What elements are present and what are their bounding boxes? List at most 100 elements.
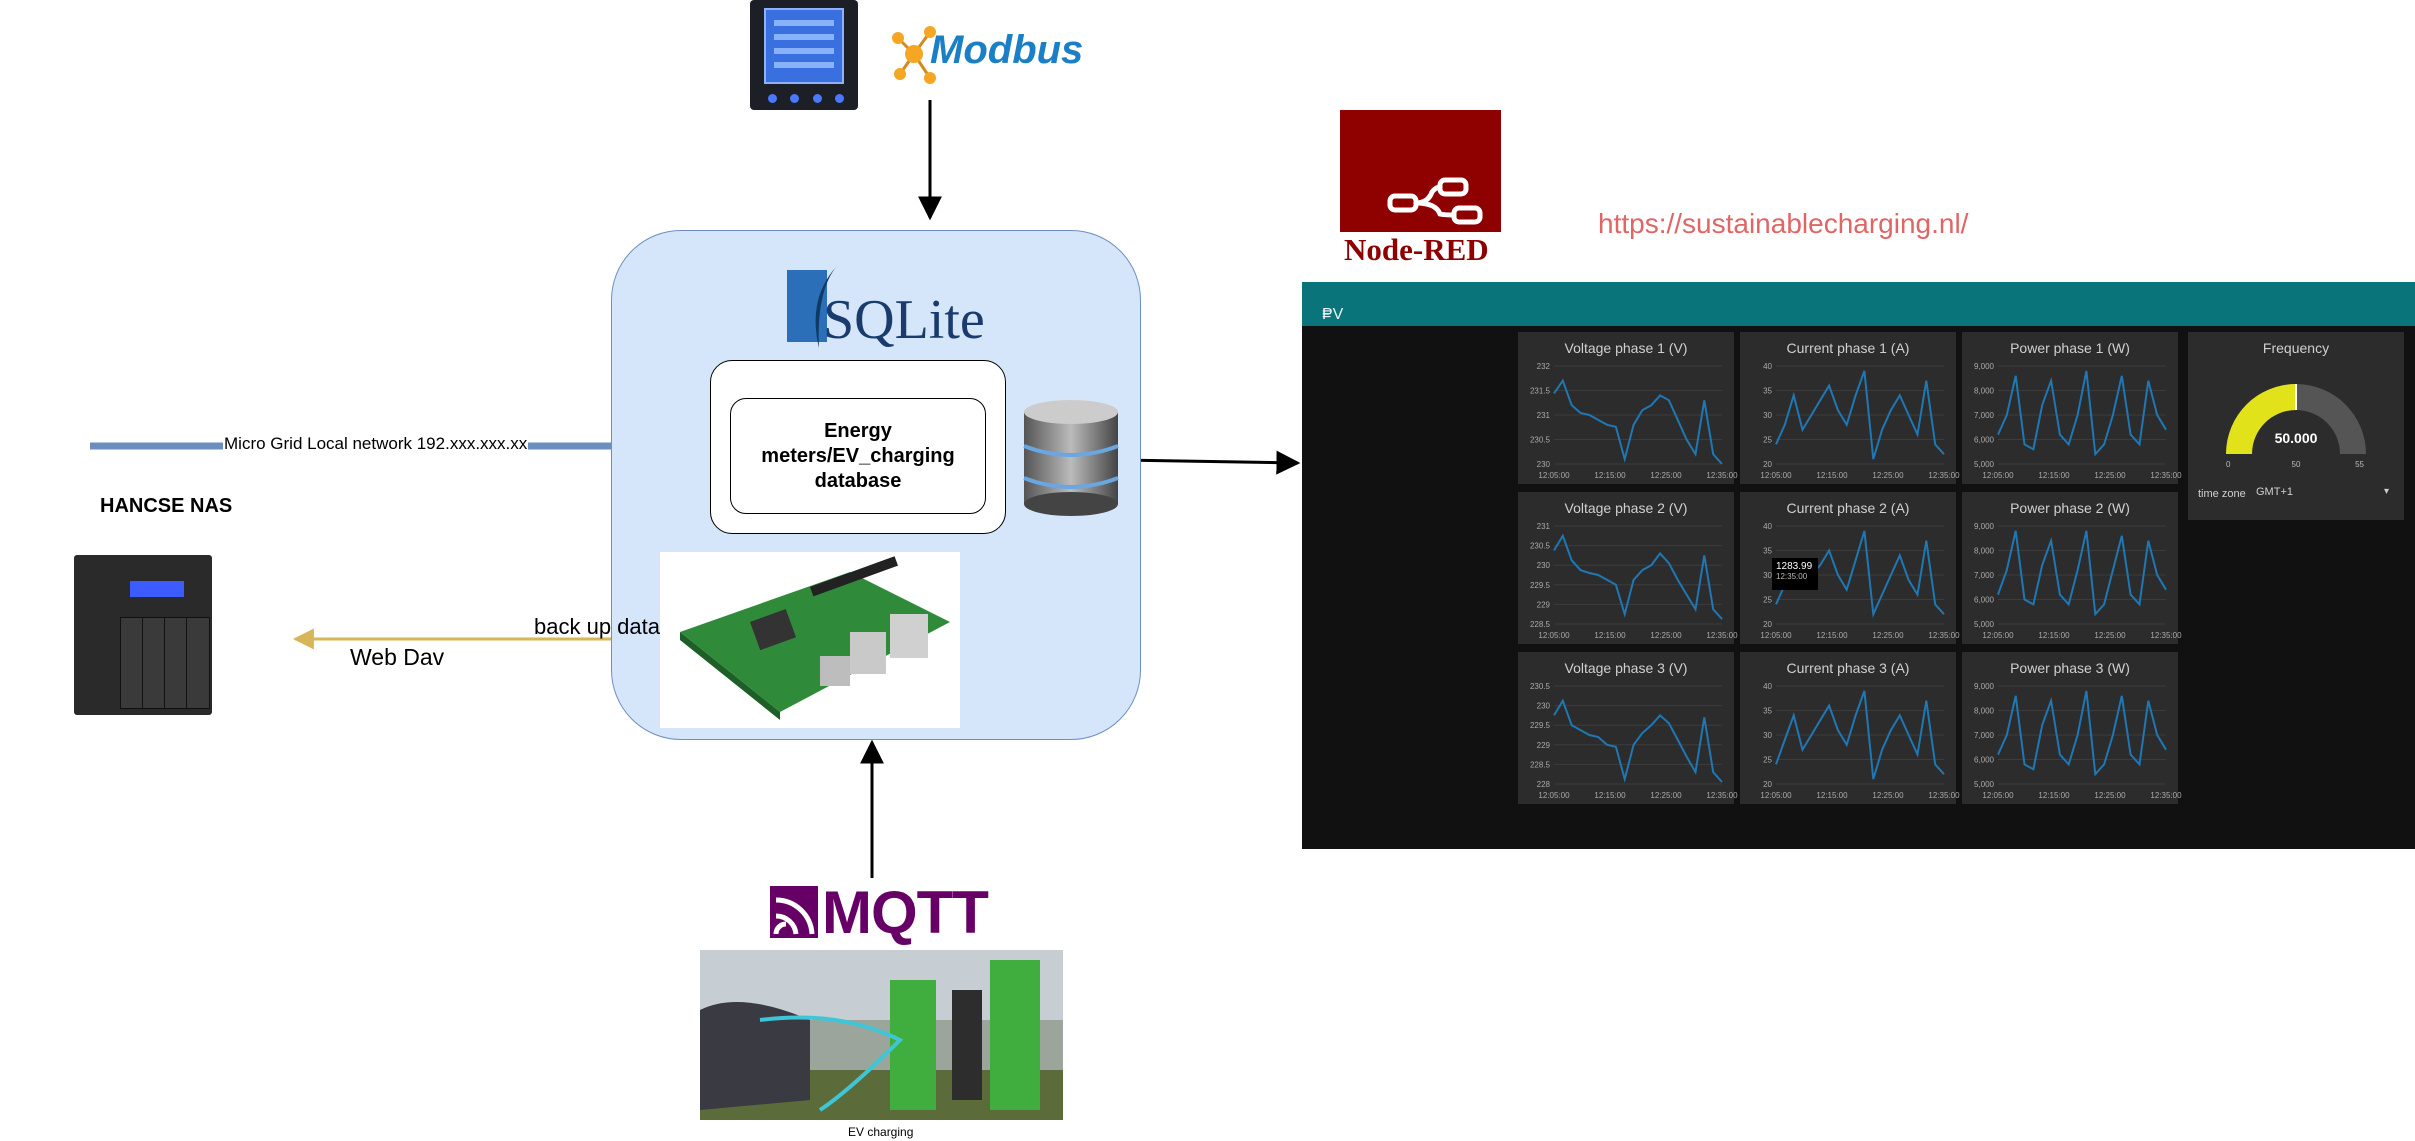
y-tick-label: 6,000 (1974, 596, 1995, 605)
gauge-max: 55 (2355, 460, 2364, 469)
x-tick-label: 12:35:00 (1928, 791, 1960, 800)
series-line (1553, 533, 1723, 620)
chart-tooltip: 1283.99 12:35:00 (1772, 558, 1818, 590)
x-tick-label: 12:15:00 (1594, 471, 1626, 480)
y-tick-label: 230.5 (1530, 542, 1551, 551)
x-tick-label: 12:25:00 (1650, 631, 1682, 640)
y-tick-label: 20 (1763, 780, 1772, 789)
chart-title: Power phase 2 (W) (2010, 500, 2130, 516)
x-tick-label: 12:35:00 (1706, 791, 1738, 800)
y-tick-label: 25 (1763, 436, 1772, 445)
timezone-dropdown-icon[interactable]: ▾ (2384, 486, 2390, 497)
y-tick-label: 9,000 (1974, 682, 1995, 691)
series-line (1997, 370, 2167, 457)
mqtt-logo-text: MQTT (822, 879, 989, 946)
y-tick-label: 5,000 (1974, 460, 1995, 469)
x-tick-label: 12:35:00 (2150, 791, 2182, 800)
x-tick-label: 12:25:00 (2094, 791, 2126, 800)
y-tick-label: 30 (1763, 571, 1772, 580)
y-tick-label: 20 (1763, 460, 1772, 469)
chart-title: Power phase 1 (W) (2010, 340, 2130, 356)
x-tick-label: 12:35:00 (2150, 631, 2182, 640)
y-tick-label: 230 (1537, 460, 1551, 469)
y-tick-label: 35 (1763, 547, 1772, 556)
series-line (1997, 530, 2167, 617)
y-tick-label: 7,000 (1974, 411, 1995, 420)
series-line (1553, 378, 1723, 465)
series-line (1775, 690, 1945, 780)
y-tick-label: 230.5 (1530, 436, 1551, 445)
x-tick-label: 12:05:00 (1760, 791, 1792, 800)
y-tick-label: 20 (1763, 620, 1772, 629)
y-tick-label: 228.5 (1530, 620, 1551, 629)
database-label: Energy meters/EV_charging database (730, 398, 986, 514)
x-tick-label: 12:15:00 (1816, 471, 1848, 480)
x-tick-label: 12:05:00 (1538, 631, 1570, 640)
chart-title: Current phase 3 (A) (1786, 660, 1910, 676)
website-url[interactable]: https://sustainablecharging.nl/ (1598, 208, 1969, 239)
dashboard-title: PV (1322, 306, 1344, 323)
x-tick-label: 12:25:00 (2094, 631, 2126, 640)
x-tick-label: 12:15:00 (1594, 791, 1626, 800)
y-tick-label: 7,000 (1974, 571, 1995, 580)
mqtt-signal-icon (770, 886, 818, 938)
x-tick-label: 12:05:00 (1982, 471, 2014, 480)
y-tick-label: 8,000 (1974, 387, 1995, 396)
chart-title: Voltage phase 3 (V) (1564, 660, 1688, 676)
x-tick-label: 12:15:00 (2038, 471, 2070, 480)
dashboard-header: ≡ PV (1302, 282, 2415, 326)
gauge-mid: 50 (2292, 460, 2301, 469)
gauge-min: 0 (2226, 460, 2231, 469)
y-tick-label: 30 (1763, 411, 1772, 420)
nas-device-icon (74, 555, 212, 715)
sqlite-logo-text: SQLite (823, 289, 985, 351)
x-tick-label: 12:25:00 (1650, 791, 1682, 800)
y-tick-label: 7,000 (1974, 731, 1995, 740)
x-tick-label: 12:05:00 (1760, 631, 1792, 640)
x-tick-label: 12:35:00 (1928, 631, 1960, 640)
y-tick-label: 25 (1763, 596, 1772, 605)
x-tick-label: 12:15:00 (1816, 631, 1848, 640)
timezone-value[interactable]: GMT+1 (2256, 486, 2293, 498)
x-tick-label: 12:35:00 (1706, 471, 1738, 480)
menu-icon[interactable]: ≡ (1322, 306, 1332, 323)
frequency-gauge: 0 50 55 (2226, 384, 2366, 469)
x-tick-label: 12:25:00 (2094, 471, 2126, 480)
chart-title: Current phase 1 (A) (1786, 340, 1910, 356)
y-tick-label: 230 (1537, 702, 1551, 711)
y-tick-label: 5,000 (1974, 780, 1995, 789)
sqlite-feather-icon (787, 266, 837, 348)
y-tick-label: 231.5 (1530, 387, 1551, 396)
y-tick-label: 228 (1537, 780, 1551, 789)
y-tick-label: 230 (1537, 561, 1551, 570)
y-tick-label: 9,000 (1974, 362, 1995, 371)
y-tick-label: 229.5 (1530, 721, 1551, 730)
x-tick-label: 12:15:00 (1816, 791, 1848, 800)
y-tick-label: 231 (1537, 522, 1551, 531)
y-tick-label: 228.5 (1530, 760, 1551, 769)
y-tick-label: 8,000 (1974, 547, 1995, 556)
y-tick-label: 9,000 (1974, 522, 1995, 531)
chart-title: Voltage phase 1 (V) (1564, 340, 1688, 356)
x-tick-label: 12:15:00 (1594, 631, 1626, 640)
chart-title: Power phase 3 (W) (2010, 660, 2130, 676)
y-tick-label: 40 (1763, 362, 1772, 371)
y-tick-label: 35 (1763, 707, 1772, 716)
y-tick-label: 229.5 (1530, 581, 1551, 590)
x-tick-label: 12:25:00 (1872, 631, 1904, 640)
y-tick-label: 25 (1763, 756, 1772, 765)
frequency-gauge-panel: Frequency 0 50 55 50.000 time zone GMT+1… (2188, 332, 2404, 520)
